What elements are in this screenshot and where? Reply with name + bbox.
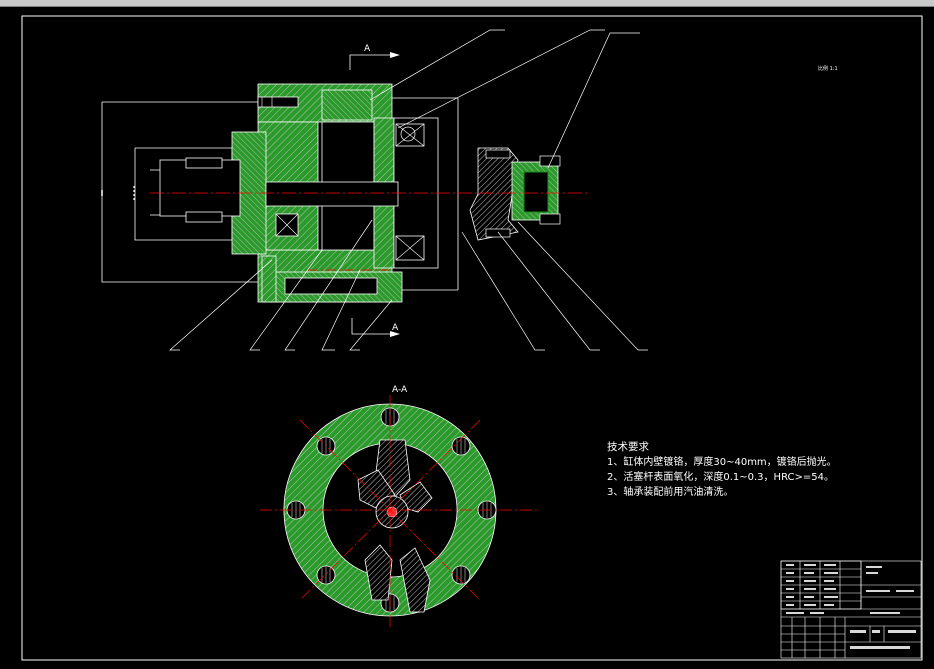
piston-rod xyxy=(265,181,399,207)
tech-item-2: 2、活塞杆表面氧化，深度0.1~0.3，HRC>=54。 xyxy=(607,472,834,483)
section-arrow-bottom: A xyxy=(351,318,400,337)
section-title: A-A xyxy=(392,385,408,395)
section-arrow-bottom-label: A xyxy=(392,323,399,333)
title-block-text-marks xyxy=(786,564,916,649)
tech-item-3: 3、轴承装配前用汽油清洗。 xyxy=(607,487,734,498)
technical-requirements: 技术要求 1、缸体内壁镀铬，厚度30~40mm，镀铬后抛光。 2、活塞杆表面氧化… xyxy=(607,440,837,500)
leader-lines xyxy=(169,29,648,351)
tech-title: 技术要求 xyxy=(607,441,649,453)
drawing-frame xyxy=(21,15,923,661)
title-block xyxy=(780,560,922,659)
claw-lower-right xyxy=(399,547,431,613)
section-aa-view xyxy=(260,395,540,630)
scale-note: 比例 1:1 xyxy=(818,65,838,72)
tech-item-1: 1、缸体内壁镀铬，厚度30~40mm，镀铬后抛光。 xyxy=(607,457,837,468)
window-top-strip xyxy=(0,0,934,7)
sectional-view xyxy=(101,83,590,303)
section-arrow-top-label: A xyxy=(364,44,371,54)
section-arrow-top: A xyxy=(349,44,400,70)
